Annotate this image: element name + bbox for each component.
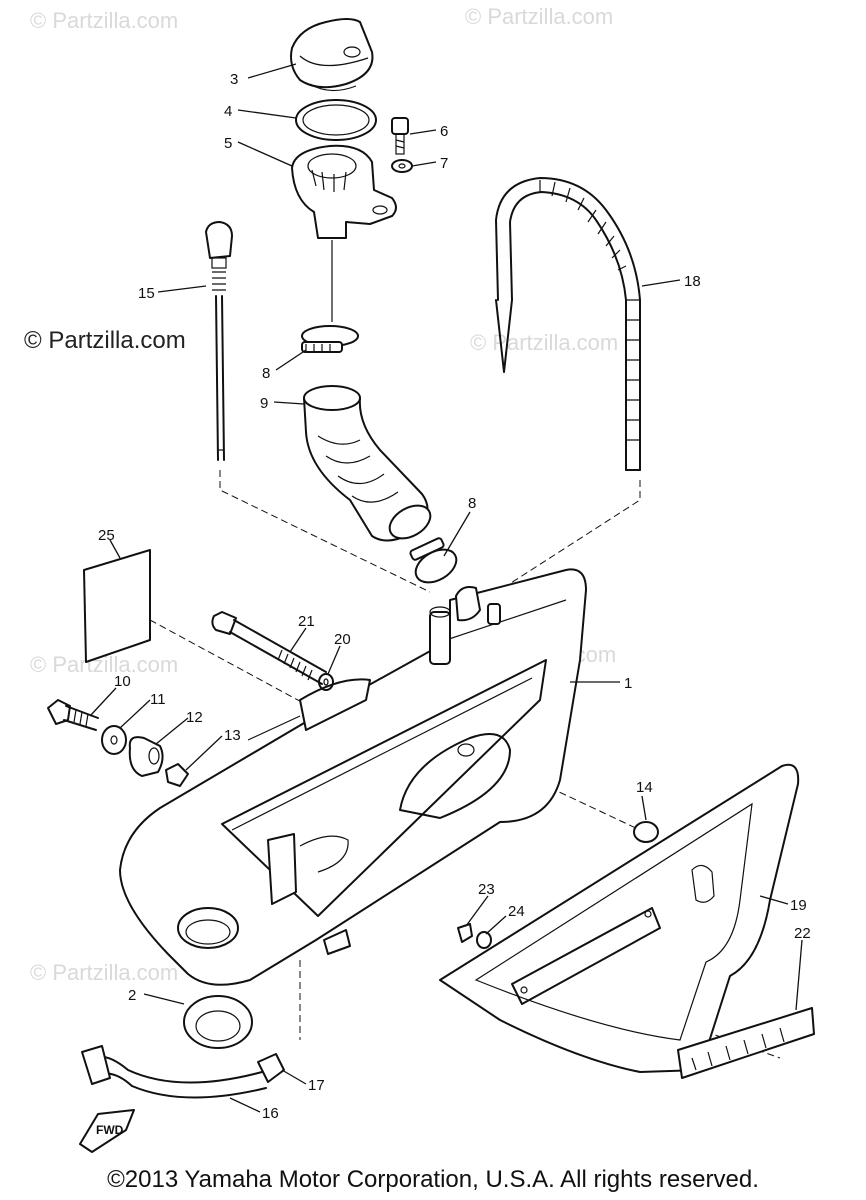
part-pad — [83, 549, 151, 663]
callout-2: 2 — [128, 987, 136, 1004]
part-long-bolt — [211, 611, 327, 685]
callout-8-upper: 8 — [262, 365, 270, 382]
fwd-arrow-icon: FWD — [79, 1109, 135, 1153]
callout-3: 3 — [230, 71, 238, 88]
callout-20: 20 — [334, 631, 351, 648]
watermark: © Partzilla.com — [30, 8, 178, 33]
watermark: © Partzilla.com — [30, 960, 178, 985]
part-filler-neck — [291, 144, 397, 239]
part-hose-clip — [257, 1053, 285, 1083]
callout-15: 15 — [138, 285, 155, 302]
callout-22: 22 — [794, 925, 811, 942]
copyright-notice: ©2013 Yamaha Motor Corporation, U.S.A. A… — [107, 1166, 759, 1193]
part-filler-hose — [303, 385, 432, 542]
part-hose-clamp-upper — [301, 325, 359, 353]
part-washer-20 — [318, 673, 334, 691]
part-washer-24 — [476, 931, 492, 949]
watermark: © Partzilla.com — [470, 330, 618, 355]
part-washer-11 — [101, 725, 127, 755]
callout-14: 14 — [636, 779, 653, 796]
part-side-cover — [439, 763, 800, 1073]
watermark-dark: © Partzilla.com — [24, 327, 186, 354]
part-grommet-14 — [633, 821, 659, 843]
callout-11: 11 — [150, 691, 166, 708]
part-hose-clamp-lower — [409, 537, 458, 584]
callout-7: 7 — [440, 155, 448, 172]
part-damper-12 — [128, 736, 164, 777]
callout-19: 19 — [790, 897, 807, 914]
part-bolt-10 — [47, 699, 99, 731]
part-filler-cap — [290, 18, 374, 92]
callout-13: 13 — [224, 727, 241, 744]
part-bolt-6 — [391, 117, 409, 155]
callout-12: 12 — [186, 709, 203, 726]
part-washer-7 — [391, 159, 413, 173]
part-breather-hose — [495, 177, 641, 471]
fwd-label: FWD — [96, 1123, 124, 1137]
part-screw-23 — [457, 923, 473, 943]
leader-lines — [89, 63, 803, 1113]
callout-8-lower: 8 — [468, 495, 476, 512]
callout-17: 17 — [308, 1077, 325, 1094]
part-oil-tank — [119, 568, 587, 986]
callout-10: 10 — [114, 673, 131, 690]
part-grommet-2 — [183, 995, 253, 1049]
part-collar-13 — [165, 763, 189, 787]
watermark: © Partzilla.com — [465, 4, 613, 29]
part-gasket — [295, 99, 377, 141]
callout-23: 23 — [478, 881, 495, 898]
part-drain-hose — [81, 1045, 267, 1099]
part-emblem — [677, 1007, 815, 1079]
callout-5: 5 — [224, 135, 232, 152]
callout-1: 1 — [624, 675, 632, 692]
callout-16: 16 — [262, 1105, 279, 1122]
callout-6: 6 — [440, 123, 448, 140]
callout-9: 9 — [260, 395, 268, 412]
callout-18: 18 — [684, 273, 701, 290]
part-dipstick — [205, 221, 233, 461]
callout-labels: 3 4 5 6 7 15 18 8 9 8 25 21 20 1 10 11 1… — [98, 71, 811, 1122]
callout-4: 4 — [224, 103, 232, 120]
callout-24: 24 — [508, 903, 525, 920]
callout-25: 25 — [98, 527, 115, 544]
callout-21: 21 — [298, 613, 315, 630]
